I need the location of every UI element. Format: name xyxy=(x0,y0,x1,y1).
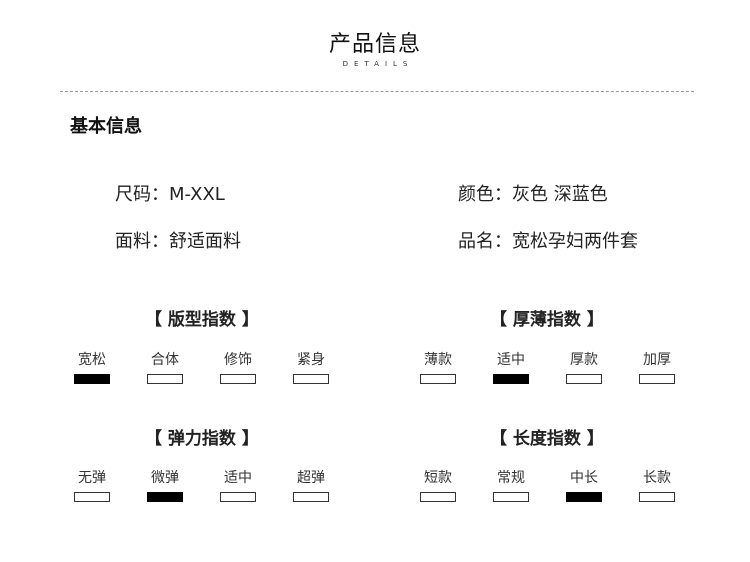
fit-option-indicator-selected xyxy=(74,374,110,384)
fabric-info: 面料：舒适面料 xyxy=(115,231,241,252)
size-info: 尺码：M-XXL xyxy=(115,184,225,205)
length-option: 中长 xyxy=(548,469,620,502)
elasticity-option-indicator-selected xyxy=(147,492,183,502)
fit-option-indicator xyxy=(293,374,329,384)
thickness-option-label: 适中 xyxy=(497,352,525,368)
thickness-option: 薄款 xyxy=(402,351,474,384)
length-option-indicator xyxy=(420,492,456,502)
thickness-option-indicator xyxy=(566,374,602,384)
thickness-index-title: 【 厚薄指数 】 xyxy=(490,310,604,330)
thickness-option-indicator xyxy=(420,374,456,384)
thickness-option-label: 薄款 xyxy=(424,352,452,368)
fit-option-label: 合体 xyxy=(151,352,179,368)
elasticity-option: 超弹 xyxy=(275,469,347,502)
thickness-option-label: 加厚 xyxy=(643,352,671,368)
thickness-option-indicator xyxy=(639,374,675,384)
length-option-label: 常规 xyxy=(497,470,525,486)
elasticity-option-indicator xyxy=(220,492,256,502)
length-option-label: 长款 xyxy=(643,470,671,486)
elasticity-index-title: 【 弹力指数 】 xyxy=(145,429,259,449)
elasticity-option-label: 超弹 xyxy=(297,470,325,486)
elasticity-option-indicator xyxy=(293,492,329,502)
fit-option-indicator xyxy=(220,374,256,384)
section-title: 基本信息 xyxy=(70,116,142,137)
length-option: 常规 xyxy=(475,469,547,502)
dashed-divider xyxy=(60,91,694,92)
fit-option-indicator xyxy=(147,374,183,384)
elasticity-option-label: 微弹 xyxy=(151,470,179,486)
length-option-indicator xyxy=(639,492,675,502)
length-option: 长款 xyxy=(621,469,693,502)
thickness-option: 厚款 xyxy=(548,351,620,384)
thickness-option: 加厚 xyxy=(621,351,693,384)
fit-option: 宽松 xyxy=(56,351,128,384)
thickness-option: 适中 xyxy=(475,351,547,384)
length-option-label: 短款 xyxy=(424,470,452,486)
length-option: 短款 xyxy=(402,469,474,502)
elasticity-option: 无弹 xyxy=(56,469,128,502)
elasticity-option: 微弹 xyxy=(129,469,201,502)
elasticity-option-label: 无弹 xyxy=(78,470,106,486)
page-subtitle: DETAILS xyxy=(342,60,414,68)
fit-option-label: 紧身 xyxy=(297,352,325,368)
product-name-info: 品名：宽松孕妇两件套 xyxy=(458,231,638,252)
length-option-indicator xyxy=(493,492,529,502)
thickness-option-indicator-selected xyxy=(493,374,529,384)
fit-option-label: 宽松 xyxy=(78,352,106,368)
fit-option-label: 修饰 xyxy=(224,352,252,368)
elasticity-option: 适中 xyxy=(202,469,274,502)
page-title: 产品信息 xyxy=(328,32,421,57)
elasticity-option-label: 适中 xyxy=(224,470,252,486)
length-index-title: 【 长度指数 】 xyxy=(490,429,604,449)
length-option-indicator-selected xyxy=(566,492,602,502)
length-option-label: 中长 xyxy=(570,470,598,486)
color-info: 颜色：灰色 深蓝色 xyxy=(458,184,608,205)
fit-option: 紧身 xyxy=(275,351,347,384)
fit-option: 修饰 xyxy=(202,351,274,384)
elasticity-option-indicator xyxy=(74,492,110,502)
thickness-option-label: 厚款 xyxy=(570,352,598,368)
fit-index-title: 【 版型指数 】 xyxy=(145,310,259,330)
fit-option: 合体 xyxy=(129,351,201,384)
